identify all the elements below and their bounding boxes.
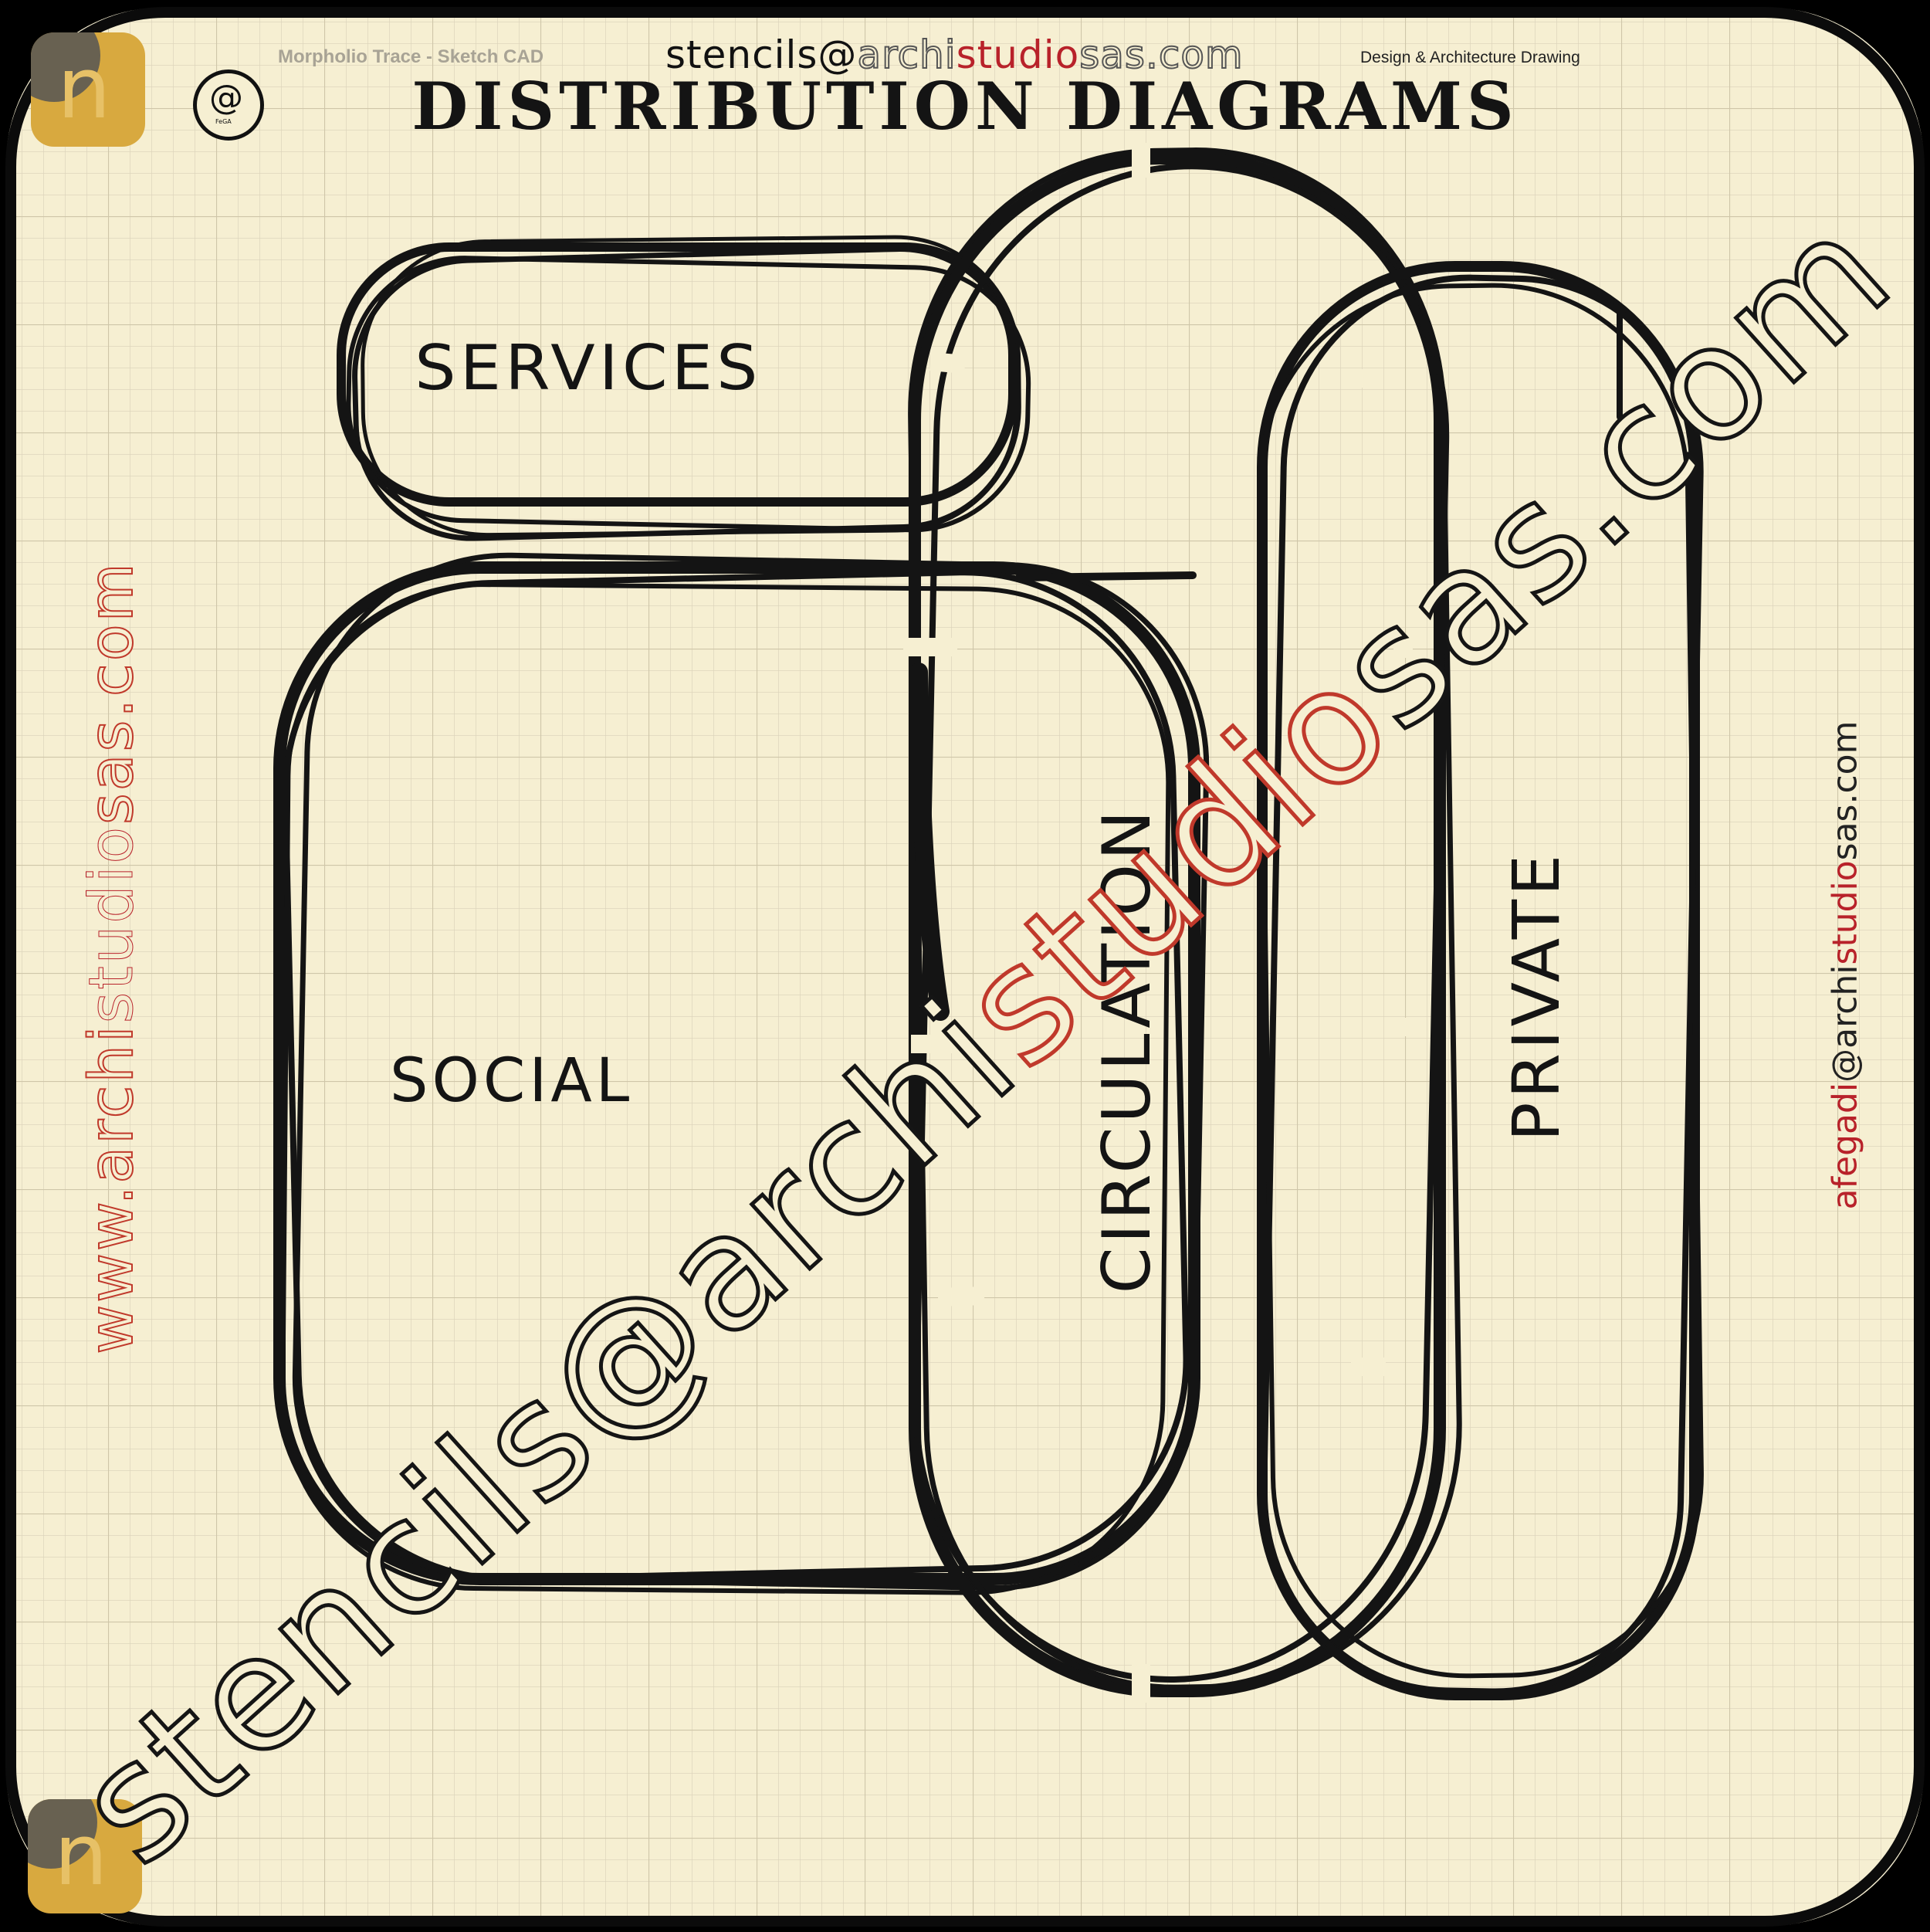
zone-services-outline xyxy=(337,235,1031,541)
badge-n-glyph: n xyxy=(57,39,111,137)
app-logo-badge-bottom: n xyxy=(28,1799,142,1913)
zone-label-services: SERVICES xyxy=(415,332,762,404)
zone-social-outline xyxy=(273,552,1210,1595)
app-subtitle: Morpholio Trace - Sketch CAD xyxy=(278,46,544,67)
app-logo-badge-top: n xyxy=(31,32,145,147)
tagline: Design & Architecture Drawing xyxy=(1360,49,1580,66)
side-email-watermark: afegadi@archistudiosas.com xyxy=(1825,720,1865,1210)
zone-label-private: PRIVATE xyxy=(1498,850,1574,1142)
circulation-heavy-stroke xyxy=(909,663,950,1021)
diagram-title: DISTRIBUTION DIAGRAMS xyxy=(411,68,1519,144)
circulation-breaks xyxy=(903,143,1417,1703)
header-email: stencils@archistudiosas.com xyxy=(665,32,1244,78)
zone-label-social: SOCIAL xyxy=(390,1046,634,1116)
side-url-watermark: www.archistudiosas.com xyxy=(76,560,147,1354)
zone-private-outline xyxy=(1257,261,1704,1700)
sheet-border xyxy=(5,7,1925,1927)
badge-n-glyph: n xyxy=(54,1805,108,1904)
at-seal-icon: @ FeGA xyxy=(193,69,264,141)
